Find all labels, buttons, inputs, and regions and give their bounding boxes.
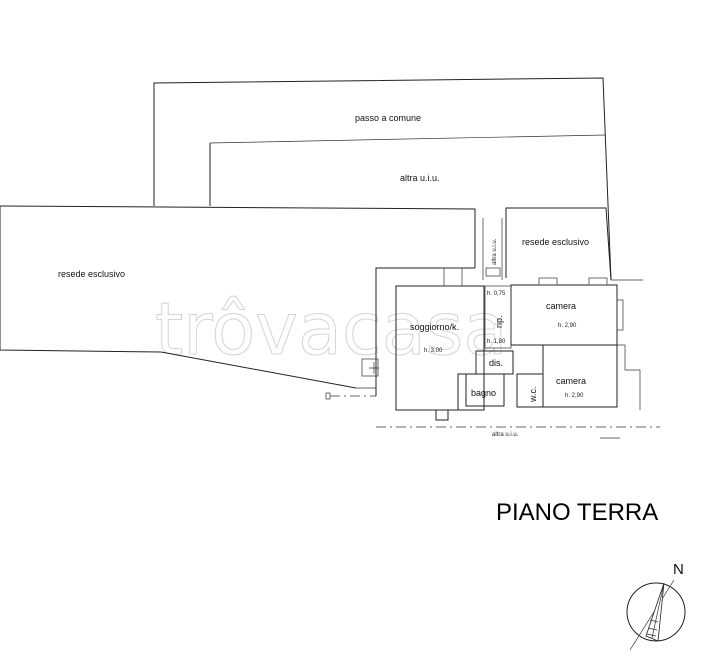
watermark: trôvacasa [155,287,507,371]
plan-title: PIANO TERRA [496,499,658,526]
area-label-altra-uiu-top: altra u.i.u. [400,173,440,183]
room-soggiorno-name: soggiorno/k. [410,322,459,332]
room-camera-top-name: camera [546,301,576,311]
room-camera-bottom-name: camera [556,376,586,386]
room-soggiorno-height: h. 3,00 [424,348,443,354]
altra-uiu-top-area [0,143,476,268]
area-label-altra-uiu-bottom: altra u.i.u. [492,432,519,438]
room-rip-h2: h. 1,80 [487,339,506,345]
area-label-resede-left: resede esclusivo [58,269,125,279]
room-rip-name: rip. [494,315,504,328]
room-wc-name: w.c. [528,386,538,403]
room-camera-top-height: h. 2,90 [558,323,577,329]
area-label-altra-uiu-vertical: altra u.i.u. [492,238,498,265]
altra-uiu-strip [482,218,503,280]
room-bagno-name: bagno [471,388,496,398]
compass-north-label: N [673,561,684,578]
north-arrow-icon [626,579,686,651]
room-rip-h1: h. 0,75 [487,291,506,297]
room-dis-name: dis. [489,358,503,368]
area-label-resede-right: resede esclusivo [522,237,589,247]
room-camera-bottom-height: h. 2,90 [565,393,584,399]
passo-a-comune-area [153,77,612,281]
area-label-passo-comune: passo a comune [355,113,421,123]
resede-left-area [0,206,376,400]
building-outline [361,267,641,421]
bottom-boundary [376,426,660,439]
resede-right-area [505,207,643,281]
